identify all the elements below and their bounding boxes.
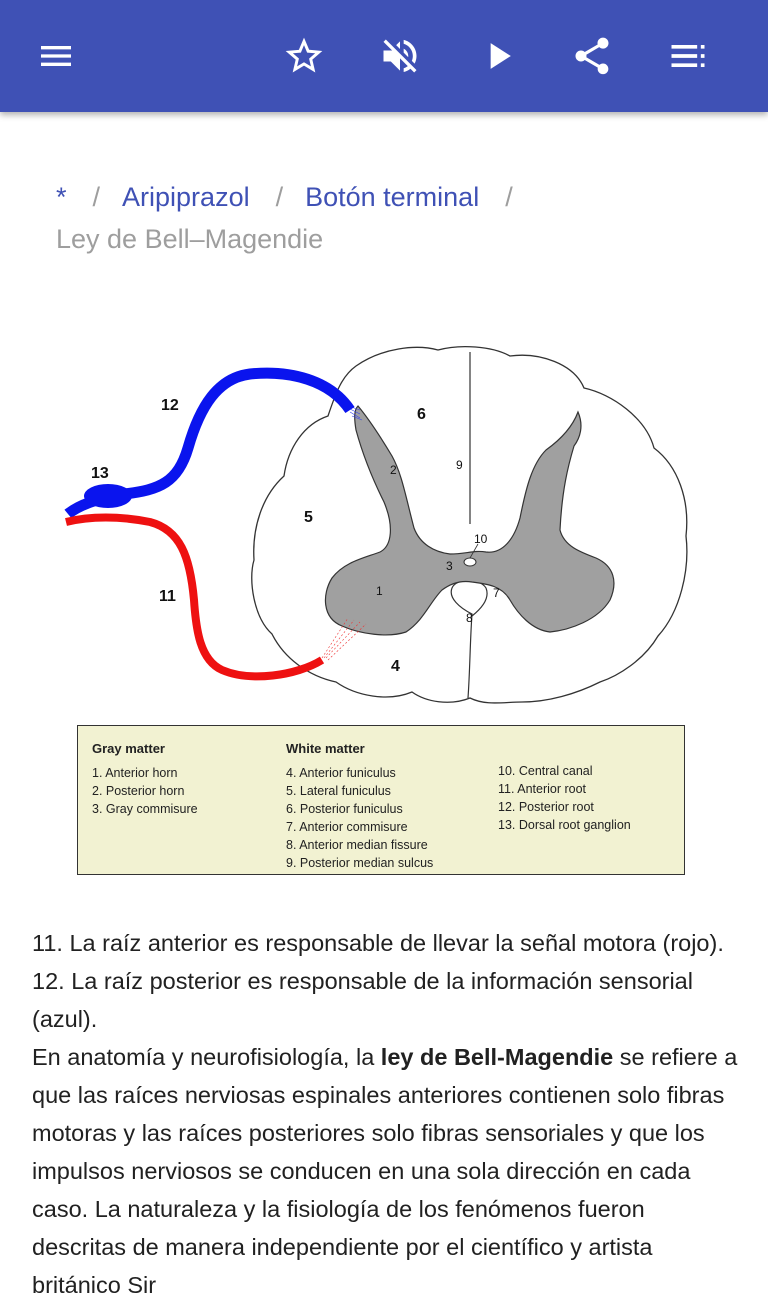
breadcrumb-current: Ley de Bell–Magendie [56,224,324,254]
volume-off-icon[interactable] [368,24,432,88]
diagram-legend: Gray matter 1. Anterior horn 2. Posterio… [77,725,685,875]
spinal-cord-diagram[interactable]: 6 9 2 5 10 3 1 7 8 4 12 13 11 [40,330,730,890]
share-icon[interactable] [560,24,624,88]
legend-item: 11. Anterior root [498,782,587,796]
breadcrumb-item-home[interactable]: * [56,182,67,212]
legend-item: 4. Anterior funiculus [286,766,396,780]
breadcrumb-separator: / [275,182,284,212]
legend-item: 9. Posterior median sulcus [286,856,434,870]
playlist-icon[interactable] [656,24,720,88]
legend-item: 2. Posterior horn [92,784,185,798]
star-outline-icon[interactable] [272,24,336,88]
legend-white-title: White matter [286,741,365,756]
legend-item: 8. Anterior median fissure [286,838,428,852]
label-8: 8 [466,611,473,625]
breadcrumb-item-boton-terminal[interactable]: Botón terminal [305,182,480,212]
legend-gray-title: Gray matter [92,741,165,756]
label-1: 1 [376,584,383,598]
label-12: 12 [161,397,179,414]
legend-gray-matter: Gray matter 1. Anterior horn 2. Posterio… [92,726,198,818]
article-body: 11. La raíz anterior es responsable de l… [32,924,742,1304]
legend-other: 10. Central canal 11. Anterior root 12. … [498,762,631,834]
legend-item: 5. Lateral funiculus [286,784,391,798]
intro-text-rest: se refiere a que las raíces nerviosas es… [32,1044,738,1298]
anterior-root [65,513,325,681]
gray-matter [324,405,615,636]
label-7: 7 [493,586,500,600]
intro-paragraph: En anatomía y neurofisiología, la ley de… [32,1038,742,1304]
label-13: 13 [91,465,109,482]
breadcrumb-separator: / [505,182,513,212]
legend-item: 10. Central canal [498,764,593,778]
label-9: 9 [456,458,463,472]
white-matter-outline [251,346,688,704]
legend-item: 7. Anterior commisure [286,820,408,834]
label-11: 11 [159,588,176,605]
label-4: 4 [391,658,400,675]
label-5: 5 [304,509,313,526]
legend-item: 13. Dorsal root ganglion [498,818,631,832]
app-bar [0,0,768,112]
dorsal-root-ganglion [84,484,132,508]
breadcrumb: * / Aripiprazol / Botón terminal / Ley de Bel… [56,176,736,260]
breadcrumb-item-aripiprazol[interactable]: Aripiprazol [122,182,250,212]
play-icon[interactable] [466,24,530,88]
central-canal [463,557,477,567]
intro-text-start: En anatomía y neurofisiología, la [32,1044,381,1070]
label-2: 2 [390,463,397,477]
legend-white-matter: White matter 4. Anterior funiculus 5. La… [286,726,433,872]
menu-icon[interactable] [24,24,88,88]
label-3: 3 [446,559,453,573]
label-6: 6 [417,406,426,423]
breadcrumb-separator: / [92,182,101,212]
legend-item: 1. Anterior horn [92,766,178,780]
intro-term-bold[interactable]: ley de Bell-Magendie [380,1044,614,1070]
legend-item: 12. Posterior root [498,800,594,814]
figure-caption: 11. La raíz anterior es responsable de l… [32,930,724,1032]
anterior-median-fissure [450,579,488,699]
legend-item: 6. Posterior funiculus [286,802,403,816]
legend-item: 3. Gray commisure [92,802,198,816]
label-10: 10 [474,532,488,546]
